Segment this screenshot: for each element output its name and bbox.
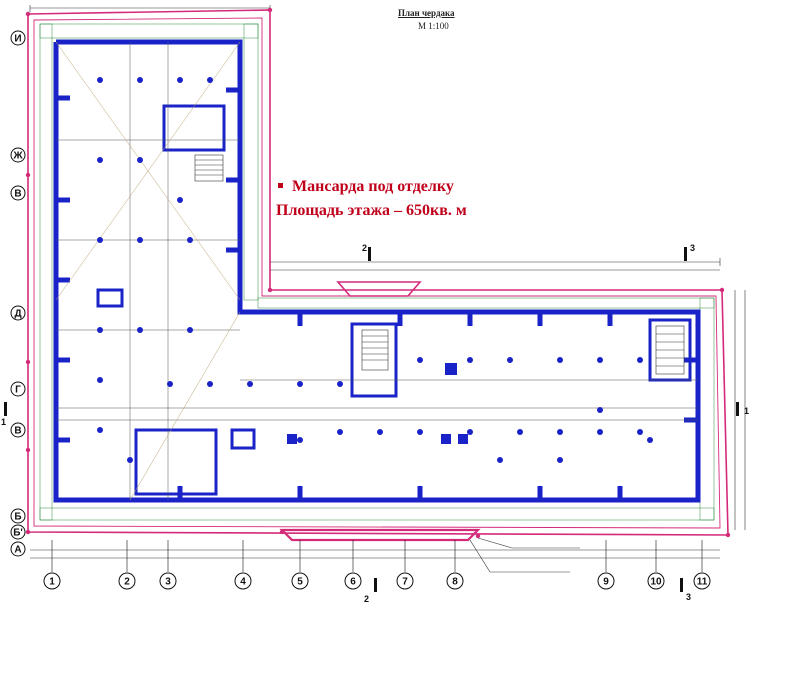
svg-text:7: 7 [402, 577, 408, 588]
axis-col-7: 7 [396, 572, 414, 590]
section-marks: 2 3 1 1 2 3 [1, 243, 749, 604]
svg-text:5: 5 [297, 577, 303, 588]
columns-dots [97, 77, 653, 463]
svg-text:4: 4 [240, 577, 246, 588]
svg-text:Б: Б [14, 512, 21, 523]
svg-text:11: 11 [697, 577, 708, 588]
axis-col-11: 11 [693, 572, 711, 590]
svg-text:2: 2 [364, 594, 369, 604]
section-mark-top-2: 2 [362, 243, 371, 261]
dimension-lines [29, 5, 746, 559]
svg-text:В: В [14, 189, 21, 200]
annotation-line-1: Мансарда под отделку [278, 178, 454, 196]
roof-vertex-dots [25, 7, 731, 539]
drawing-title: План чердака [398, 8, 455, 18]
svg-text:Г: Г [15, 385, 21, 396]
eaves-hatch [39, 23, 715, 521]
svg-text:10: 10 [650, 577, 662, 588]
axis-col-8: 8 [446, 572, 464, 590]
axis-row-V1: В [10, 185, 26, 201]
rooms [96, 104, 692, 496]
axis-col-4: 4 [234, 572, 252, 590]
svg-text:2: 2 [124, 577, 130, 588]
stairs [194, 154, 685, 375]
axis-row-B-prime: Б' [10, 524, 26, 540]
svg-text:Ж: Ж [12, 151, 23, 162]
svg-text:В: В [14, 426, 21, 437]
section-mark-bottom-3: 3 [680, 578, 691, 602]
row-axes: И Ж В Д Г В Б Б' А [10, 30, 26, 557]
svg-text:3: 3 [165, 577, 171, 588]
section-mark-bottom-2: 2 [364, 578, 377, 604]
axis-col-3: 3 [159, 572, 177, 590]
drawing-scale: М 1:100 [418, 21, 449, 31]
svg-text:2: 2 [362, 243, 367, 253]
annotation-text-1: Мансарда под отделку [292, 178, 454, 195]
svg-text:9: 9 [603, 577, 609, 588]
axis-row-Zh: Ж [10, 147, 26, 163]
axis-col-9: 9 [597, 572, 615, 590]
svg-text:8: 8 [452, 577, 458, 588]
axis-row-D: Д [10, 305, 26, 321]
section-mark-right-1: 1 [736, 402, 749, 416]
axis-row-A: А [10, 541, 26, 557]
column-axes [51, 540, 703, 572]
structural-lines [55, 41, 698, 501]
svg-text:И: И [14, 34, 21, 45]
axis-col-5: 5 [291, 572, 309, 590]
axis-row-V2: В [10, 422, 26, 438]
svg-text:Д: Д [14, 309, 21, 320]
axis-col-1: 1 [43, 572, 61, 590]
axis-row-G: Г [10, 381, 26, 397]
svg-text:6: 6 [350, 577, 356, 588]
axis-col-2: 2 [118, 572, 136, 590]
axis-row-I: И [10, 30, 26, 46]
annotation-line-2: Площадь этажа – 650кв. м [276, 202, 467, 219]
bullet-icon [278, 182, 283, 188]
svg-text:Б': Б' [13, 528, 23, 539]
roof-outline [27, 9, 729, 542]
section-mark-top-3: 3 [684, 243, 695, 261]
svg-text:1: 1 [744, 406, 749, 416]
svg-text:1: 1 [49, 577, 55, 588]
svg-text:3: 3 [686, 592, 691, 602]
axis-col-10: 10 [647, 572, 665, 590]
column-axis-bubbles: 1 2 3 4 5 6 7 8 9 10 11 [43, 572, 711, 590]
axis-col-6: 6 [344, 572, 362, 590]
svg-text:3: 3 [690, 243, 695, 253]
svg-text:1: 1 [1, 417, 6, 427]
leader-lines [469, 537, 580, 573]
svg-text:А: А [14, 545, 21, 556]
axis-row-B: Б [10, 508, 26, 524]
section-mark-left-1: 1 [1, 402, 7, 427]
